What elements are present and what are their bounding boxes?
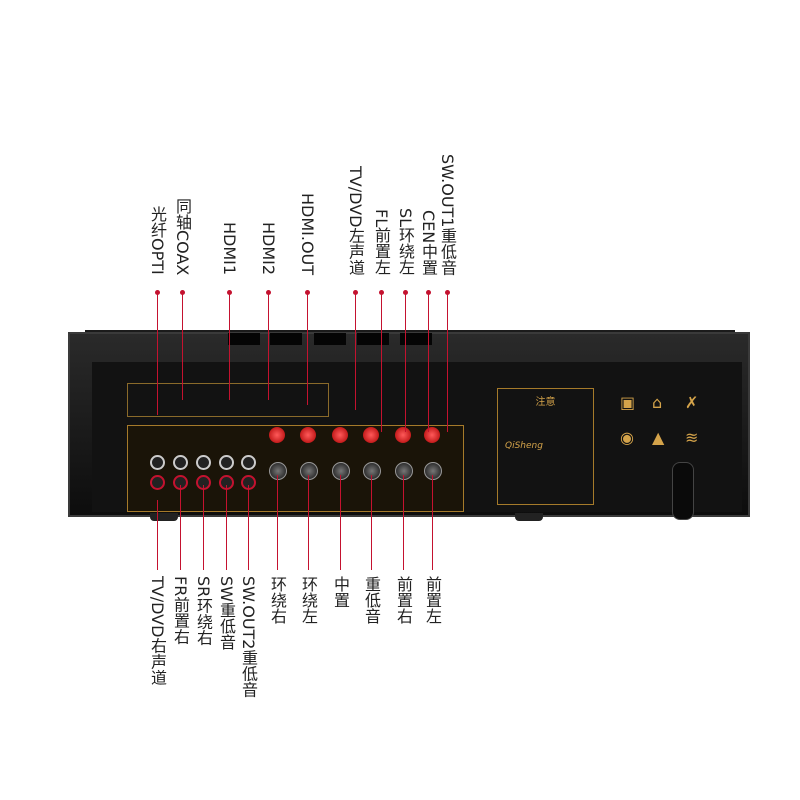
callout-dot — [227, 290, 232, 295]
callout-dot — [379, 290, 384, 295]
callout-label-top: TV/DVD左声道 — [346, 165, 365, 275]
indoor-use-icon: ⌂ — [652, 393, 663, 412]
foot — [150, 513, 178, 521]
callout-label-bottom: 前置左 — [423, 576, 442, 624]
speaker-post-negative — [363, 462, 381, 480]
callout-dot — [403, 290, 408, 295]
speaker-post-positive — [300, 427, 316, 443]
callout-line — [355, 292, 356, 410]
callout-line — [428, 292, 429, 432]
callout-label-top: HDMI.OUT — [298, 192, 317, 275]
vent — [270, 333, 302, 345]
vent — [314, 333, 346, 345]
digital-input-panel — [127, 383, 329, 417]
vent — [357, 333, 389, 345]
vent — [400, 333, 432, 345]
callout-label-bottom: SR环绕右 — [194, 576, 213, 646]
callout-line — [157, 500, 158, 570]
foot — [515, 513, 543, 521]
callout-line — [405, 292, 406, 432]
rca-jack — [241, 455, 256, 470]
callout-line — [307, 292, 308, 405]
speaker-post-positive — [424, 427, 440, 443]
callout-dot — [180, 290, 185, 295]
callout-line — [308, 475, 309, 570]
callout-line — [226, 485, 227, 570]
callout-line — [277, 475, 278, 570]
callout-line — [432, 475, 433, 570]
notice-title: 注意 — [535, 397, 556, 408]
power-cable — [672, 462, 694, 520]
callout-line — [371, 475, 372, 570]
callout-line — [268, 292, 269, 400]
callout-line — [180, 485, 181, 570]
callout-line — [403, 475, 404, 570]
speaker-post-negative — [395, 462, 413, 480]
rca-jack — [150, 455, 165, 470]
vent — [228, 333, 260, 345]
speaker-post-negative — [424, 462, 442, 480]
callout-dot — [305, 290, 310, 295]
double-insulation-icon: ▣ — [620, 393, 636, 412]
callout-dot — [353, 290, 358, 295]
fuse-icon: ◉ — [620, 428, 634, 447]
callout-label-bottom: SW重低音 — [217, 576, 236, 650]
callout-label-top: 同轴COAX — [173, 197, 192, 275]
speaker-post-positive — [395, 427, 411, 443]
callout-line — [447, 292, 448, 432]
speaker-post-positive — [332, 427, 348, 443]
warning-icon: ▲ — [652, 428, 665, 447]
speaker-post-negative — [269, 462, 287, 480]
callout-line — [157, 292, 158, 415]
callout-label-bottom: SW.OUT2重低音 — [239, 576, 258, 698]
callout-label-top: 光纤OPTI — [148, 206, 167, 275]
callout-label-top: HDMI2 — [259, 221, 278, 275]
callout-label-top: SW.OUT1重低音 — [438, 153, 457, 275]
notice-label: 注意 — [497, 388, 594, 505]
callout-label-bottom: 前置右 — [394, 576, 413, 624]
callout-label-top: HDMI1 — [220, 221, 239, 275]
callout-line — [203, 485, 204, 570]
callout-dot — [445, 290, 450, 295]
speaker-post-positive — [269, 427, 285, 443]
callout-label-top: FL前置左 — [372, 208, 391, 275]
speaker-post-positive — [363, 427, 379, 443]
callout-dot — [266, 290, 271, 295]
callout-label-bottom: 环绕右 — [268, 576, 287, 624]
callout-label-bottom: FR前置右 — [171, 576, 190, 645]
rca-jack — [173, 455, 188, 470]
callout-line — [182, 292, 183, 400]
callout-label-bottom: TV/DVD右声道 — [148, 576, 167, 686]
weee-bin-icon: ✗ — [685, 393, 699, 412]
callout-line — [381, 292, 382, 432]
callout-line — [340, 475, 341, 570]
rca-jack — [150, 475, 165, 490]
callout-label-top: SL环绕左 — [396, 207, 415, 275]
brand-label: QiSheng — [505, 441, 543, 451]
callout-label-bottom: 环绕左 — [299, 576, 318, 624]
rca-jack — [219, 455, 234, 470]
callout-dot — [155, 290, 160, 295]
callout-label-bottom: 中置 — [331, 576, 350, 608]
heat-icon: ≋ — [685, 428, 699, 447]
speaker-post-negative — [300, 462, 318, 480]
rca-jack — [196, 455, 211, 470]
callout-line — [248, 485, 249, 570]
callout-line — [229, 292, 230, 400]
callout-dot — [426, 290, 431, 295]
callout-label-bottom: 重低音 — [362, 576, 381, 624]
speaker-post-negative — [332, 462, 350, 480]
callout-label-top: CEN中置 — [419, 209, 438, 275]
